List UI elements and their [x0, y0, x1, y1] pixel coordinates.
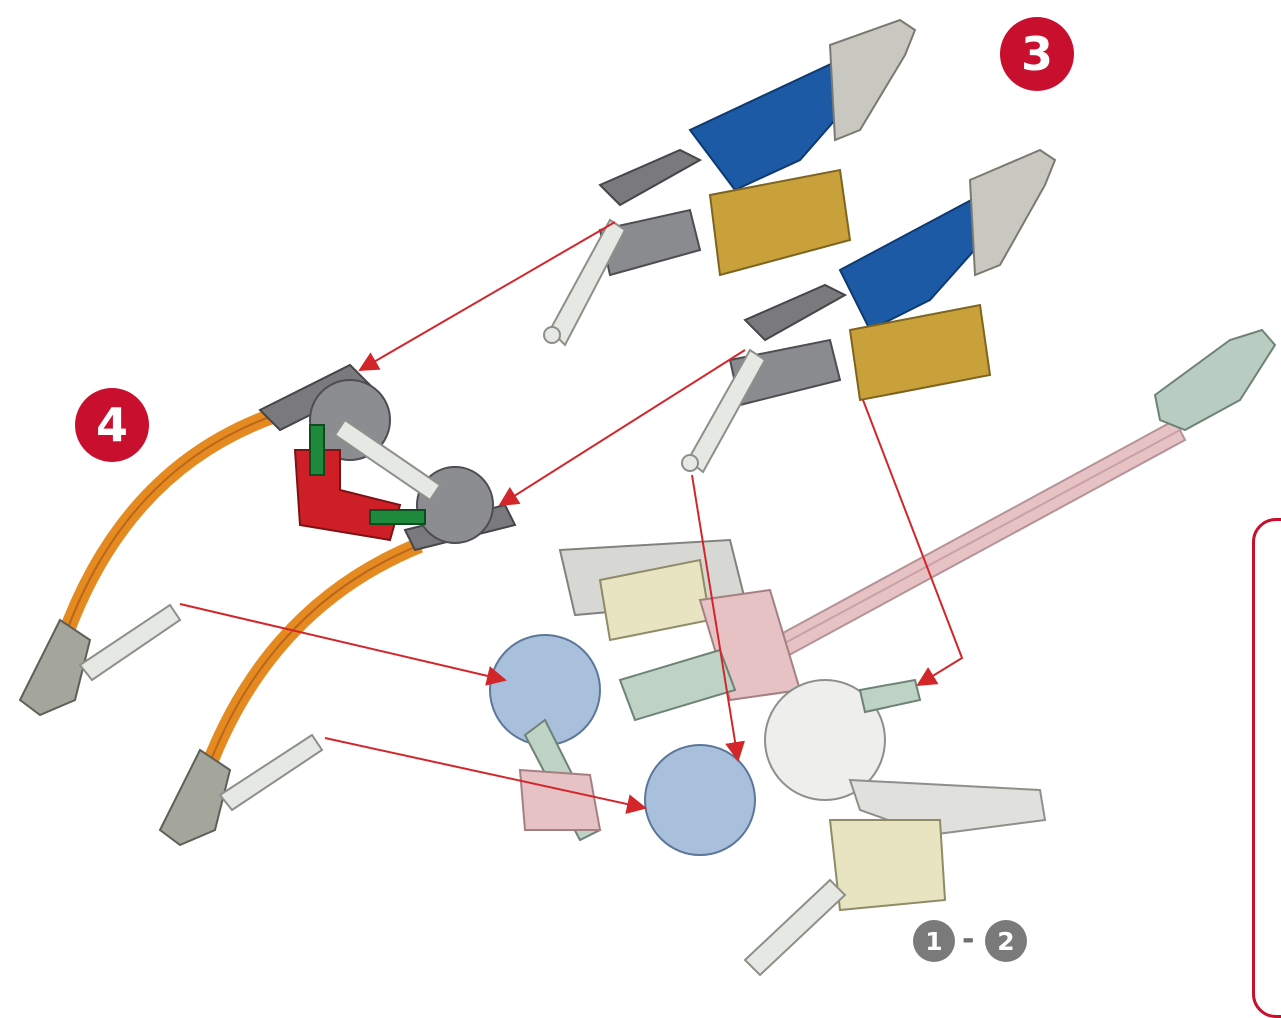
adjacent-panel-frame — [1252, 518, 1281, 1018]
range-end-badge: 2 — [985, 920, 1027, 962]
range-separator: - — [962, 922, 975, 957]
sub-assembly-top — [543, 18, 917, 347]
base-assembly — [489, 538, 1047, 977]
range-start-badge: 1 — [913, 920, 955, 962]
pink-rod — [768, 418, 1187, 662]
sub-assembly-middle — [681, 148, 1057, 474]
assembly-illustration — [18, 18, 1277, 977]
step-3-badge: 3 — [1000, 17, 1074, 91]
step-4-badge: 4 — [75, 388, 149, 462]
bow-assembly — [18, 363, 517, 847]
assembly-arrows — [179, 221, 964, 814]
green-connector-top-right — [1153, 328, 1277, 432]
